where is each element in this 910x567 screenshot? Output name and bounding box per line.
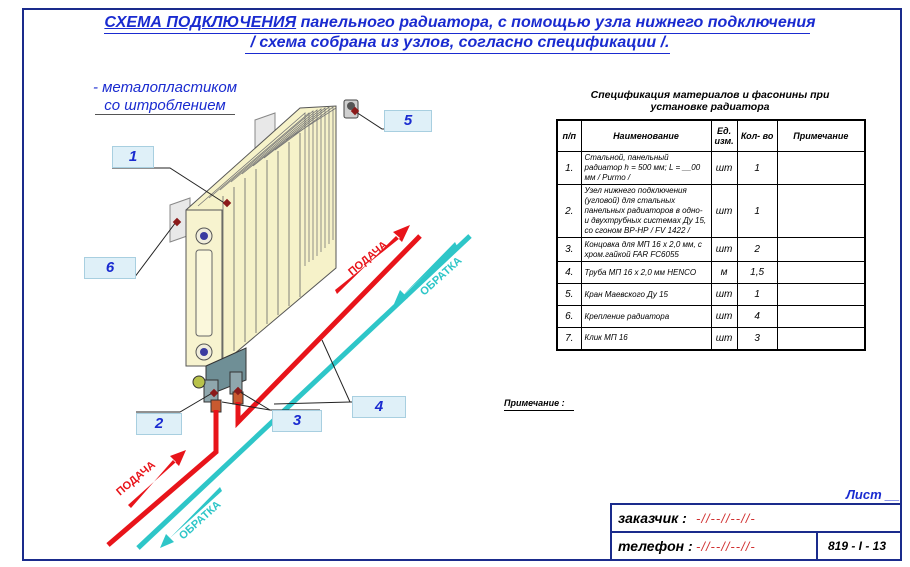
remark-label: Примечание : <box>504 398 565 408</box>
row-note <box>776 237 866 262</box>
callout-2: 2 <box>136 413 182 435</box>
row-name: Крепление радиатора <box>580 305 712 328</box>
row-name: Концовка для МП 16 х 2,0 мм, с хром.гайк… <box>580 237 712 262</box>
table-row: 3. Концовка для МП 16 х 2,0 мм, с хром.г… <box>556 237 866 262</box>
row-note <box>776 283 866 306</box>
row-note <box>776 327 866 350</box>
supply-arrow-top <box>335 225 410 294</box>
spec-title-line-1: Спецификация материалов и фасонины при <box>590 89 830 101</box>
table-row: 2. Узел нижнего подключения (угловой) дл… <box>556 184 866 238</box>
table-row: 7. Клик МП 16 шт 3 <box>556 327 866 350</box>
table-row: 6. Крепление радиатора шт 4 <box>556 305 866 328</box>
row-num: 2. <box>556 184 582 238</box>
pipe-note-underline <box>95 114 235 115</box>
row-note <box>776 305 866 328</box>
callout-5: 5 <box>384 110 432 132</box>
row-qty: 1 <box>736 184 778 238</box>
row-qty: 1 <box>736 283 778 306</box>
row-qty: 1 <box>736 151 778 185</box>
spec-table: п/п Наименование Ед. изм. Кол- во Примеч… <box>556 119 866 351</box>
row-num: 4. <box>556 261 582 284</box>
row-unit: шт <box>710 184 738 238</box>
callout-6: 6 <box>84 257 136 279</box>
row-unit: шт <box>710 283 738 306</box>
row-qty: 1,5 <box>736 261 778 284</box>
header-unit: Ед. изм. <box>710 119 738 152</box>
pipe-note-line-1: - металопластиком <box>92 79 238 96</box>
customer-value: -//--//--//- <box>696 511 756 526</box>
row-name: Стальной, панельный радиатор h = 500 мм;… <box>580 151 712 185</box>
row-unit: шт <box>710 305 738 328</box>
row-name: Кран Маевского Ду 15 <box>580 283 712 306</box>
row-note <box>776 151 866 185</box>
row-num: 6. <box>556 305 582 328</box>
row-unit: шт <box>710 327 738 350</box>
supply-arrow-bottom <box>128 450 186 508</box>
title-block-code-cell <box>816 531 902 561</box>
callout-3: 3 <box>272 410 322 432</box>
return-arrow-top <box>394 242 457 304</box>
row-qty: 4 <box>736 305 778 328</box>
row-unit: шт <box>710 151 738 185</box>
title-line-2: / схема собрана из узлов, согласно специ… <box>250 34 670 51</box>
row-qty: 2 <box>736 237 778 262</box>
row-name: Узел нижнего подключения (угловой) для с… <box>580 184 712 238</box>
header-name: Наименование <box>580 119 712 152</box>
title-line-1: СХЕМА ПОДКЛЮЧЕНИЯ панельного радиатора, … <box>104 14 816 31</box>
pipe-note-line-2: со штроблением <box>104 97 226 114</box>
table-row: 1. Стальной, панельный радиатор h = 500 … <box>556 151 866 185</box>
row-num: 7. <box>556 327 582 350</box>
row-note <box>776 261 866 284</box>
row-num: 1. <box>556 151 582 185</box>
supply-pipe <box>106 234 422 547</box>
row-num: 5. <box>556 283 582 306</box>
drawing-frame <box>22 8 902 561</box>
row-qty: 3 <box>736 327 778 350</box>
callout-4: 4 <box>352 396 406 418</box>
remark-underline <box>504 410 574 411</box>
row-note <box>776 184 866 238</box>
return-pipe <box>136 234 472 550</box>
header-num: п/п <box>556 119 582 152</box>
drawing-code: 819 - I - 13 <box>828 539 887 553</box>
title-underline-1 <box>104 33 810 34</box>
header-note: Примечание <box>776 119 866 152</box>
spec-title: Спецификация материалов и фасонины при у… <box>580 89 840 113</box>
title-underline-2 <box>245 53 670 54</box>
radiator <box>185 105 337 367</box>
table-row: 4. Труба МП 16 х 2,0 мм HENCO м 1,5 <box>556 261 866 284</box>
row-unit: м <box>710 261 738 284</box>
markers <box>172 106 360 398</box>
table-row: 5. Кран Маевского Ду 15 шт 1 <box>556 283 866 306</box>
row-num: 3. <box>556 237 582 262</box>
return-arrow-bottom <box>160 487 222 548</box>
title-block-row-1 <box>610 503 902 533</box>
row-name: Клик МП 16 <box>580 327 712 350</box>
phone-value: -//--//--//- <box>696 539 756 554</box>
callout-1: 1 <box>112 146 154 168</box>
supply-label-bottom: ПОДАЧА <box>114 459 158 498</box>
spec-header-row: п/п Наименование Ед. изм. Кол- во Примеч… <box>556 119 866 152</box>
row-unit: шт <box>710 237 738 262</box>
customer-label: заказчик : <box>618 510 687 526</box>
row-name: Труба МП 16 х 2,0 мм HENCO <box>580 261 712 284</box>
header-qty: Кол- во <box>736 119 778 152</box>
sheet-label: Лист __ <box>846 487 900 502</box>
spec-title-line-2: установке радиатора <box>650 101 770 113</box>
bottom-connection-unit <box>192 347 247 413</box>
phone-label: телефон : <box>618 538 693 554</box>
